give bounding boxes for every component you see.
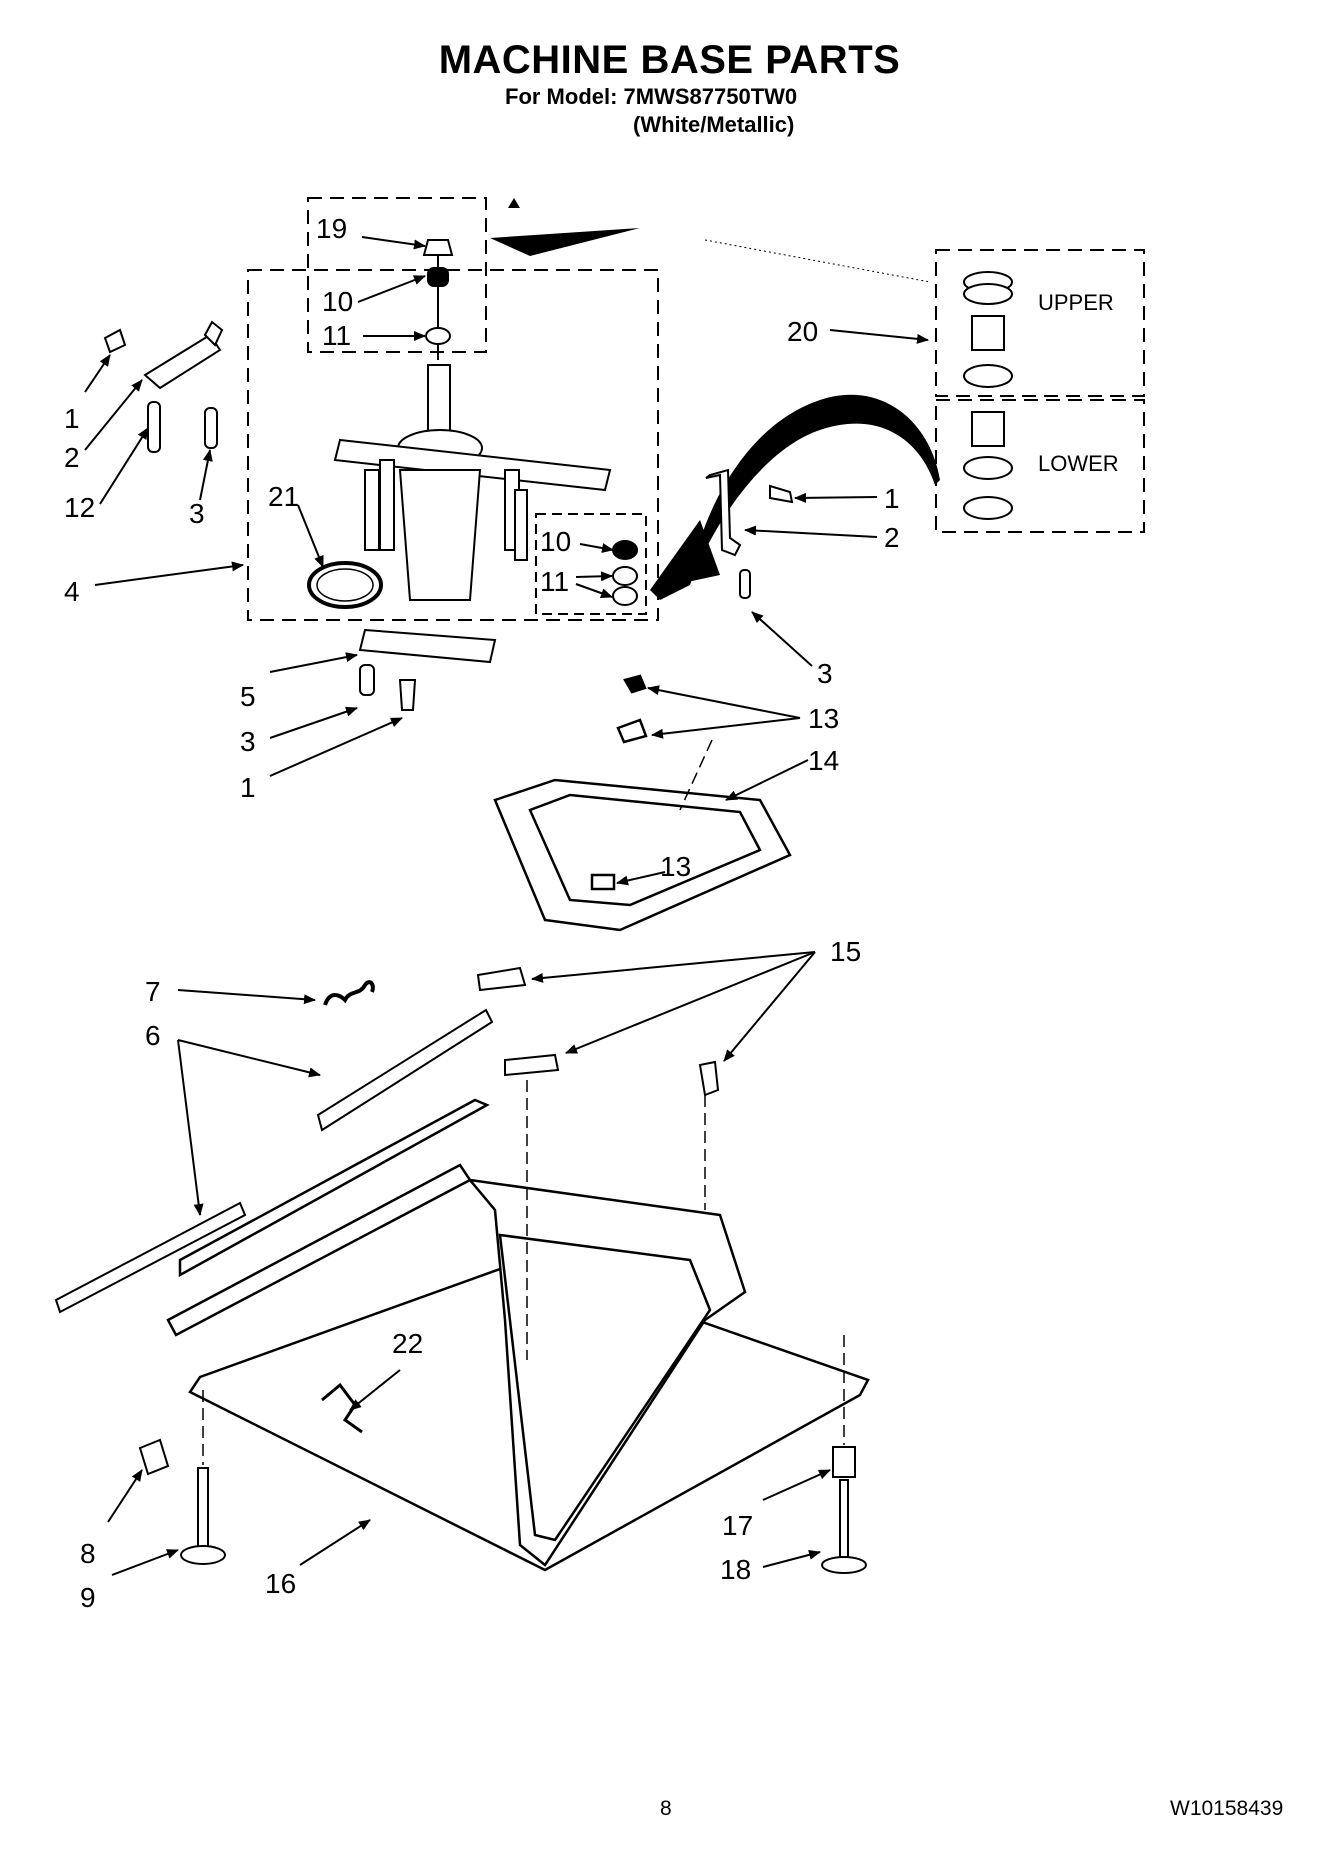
top-hardware: [422, 239, 454, 360]
callout-2-left: 2: [64, 442, 80, 473]
callout-2-right: 2: [884, 522, 900, 553]
document-number: W10158439: [1170, 1797, 1284, 1820]
lower-bracket-parts: [358, 628, 497, 711]
rear-leg-parts: [821, 1446, 867, 1574]
callout-17: 17: [722, 1510, 754, 1541]
right-bracket-parts: [705, 468, 794, 599]
lower-bearing-label: LOWER: [1038, 451, 1119, 476]
dashed-boxes: [247, 197, 1145, 621]
top-hardware-box: [307, 197, 487, 353]
callout-3-lower: 3: [240, 726, 256, 757]
left-bracket-parts: [103, 320, 224, 453]
callout-4: 4: [64, 576, 80, 607]
callout-5: 5: [240, 681, 256, 712]
reference-line: [704, 239, 931, 283]
callout-18: 18: [720, 1554, 752, 1585]
callout-22: 22: [392, 1328, 424, 1359]
callout-3-left: 3: [189, 498, 205, 529]
callout-13-lower: 13: [660, 851, 692, 882]
front-leg-parts: [138, 1438, 226, 1565]
callout-6: 6: [145, 1020, 161, 1051]
callout-arrows: [84, 236, 929, 1576]
callout-10-top: 10: [322, 286, 354, 317]
callout-11-top: 11: [322, 320, 352, 351]
callout-15: 15: [830, 936, 862, 967]
part-15-guides: [476, 966, 720, 1097]
part-16-base: [166, 1098, 870, 1572]
callout-1-left: 1: [64, 403, 80, 434]
part-11-seal: [425, 327, 451, 345]
part-19-nut: [422, 239, 454, 256]
installation-arrowhead: [650, 520, 720, 590]
callout-11-right: 11: [540, 566, 570, 597]
gearcase-assembly: [333, 364, 612, 601]
part-14-frame: [493, 674, 792, 932]
callout-7: 7: [145, 976, 161, 1007]
installation-arrow: [650, 394, 940, 600]
gearcase-box: [247, 269, 659, 621]
bushing-parts: [612, 540, 638, 606]
callout-3-right: 3: [817, 658, 833, 689]
callout-8: 8: [80, 1538, 96, 1569]
part-6-brackets: [54, 1008, 494, 1314]
part-21-ring: [307, 561, 383, 609]
callout-20: 20: [787, 316, 819, 347]
direction-arrow: [490, 228, 640, 256]
page-title: MACHINE BASE PARTS: [438, 38, 901, 82]
callout-12: 12: [64, 492, 96, 523]
callout-14: 14: [808, 745, 840, 776]
part-7-spring: [323, 980, 375, 1006]
model-line: For Model: 7MWS87750TW0: [505, 84, 798, 109]
callout-1-right: 1: [884, 483, 900, 514]
callout-16: 16: [265, 1568, 297, 1599]
callout-19: 19: [316, 213, 348, 244]
callout-21: 21: [268, 481, 300, 512]
color-line: (White/Metallic): [633, 112, 795, 137]
callout-13-top: 13: [808, 703, 840, 734]
callout-9: 9: [80, 1582, 96, 1613]
callout-1-lower: 1: [240, 772, 256, 803]
bearing-kit: [963, 271, 1013, 520]
lower-bearing-box: [935, 399, 1145, 533]
callout-10-right: 10: [540, 526, 572, 557]
bushing-box: [535, 513, 647, 615]
assembly-lines: [202, 739, 845, 1465]
part-10-bushing: [427, 267, 449, 287]
upper-bearing-label: UPPER: [1038, 290, 1114, 315]
page-number: 8: [660, 1797, 672, 1820]
small-triangle-icon: [508, 198, 520, 208]
